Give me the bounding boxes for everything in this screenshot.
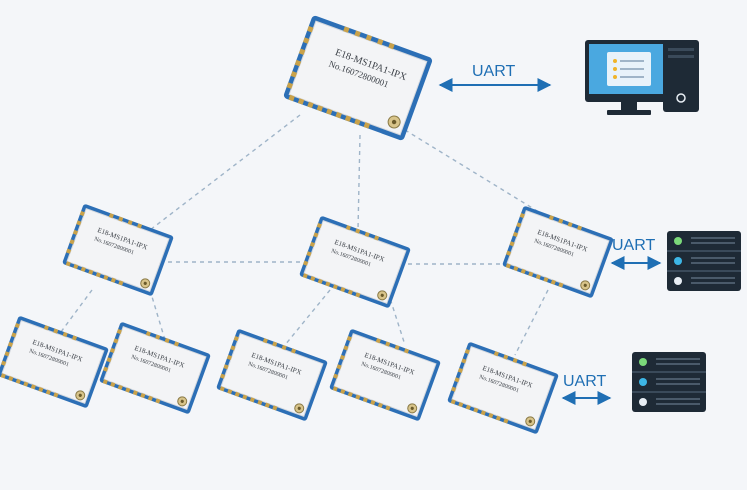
uart-connection-server-upper: UART xyxy=(610,237,662,270)
enddevice-module-5: E18-MS1PA1-IPX No.16072800001 xyxy=(446,341,560,435)
link-coordinator-right xyxy=(404,129,561,226)
router-module-right: E18-MS1PA1-IPX No.16072800001 xyxy=(501,205,615,299)
coordinator-module: E18-MS1PA1-IPX No.16072800001 xyxy=(282,14,434,142)
enddevice-module-3: E18-MS1PA1-IPX No.16072800001 xyxy=(215,328,329,422)
link-coordinator-left xyxy=(149,114,301,231)
uart-label-server-upper: UART xyxy=(612,237,655,254)
uart-label-server-lower: UART xyxy=(563,373,606,390)
router-module-middle: E18-MS1PA1-IPX No.16072800001 xyxy=(298,215,412,309)
uart-label-computer: UART xyxy=(472,63,515,80)
enddevice-module-1: E18-MS1PA1-IPX No.16072800001 xyxy=(0,315,110,409)
desktop-computer-icon xyxy=(585,40,699,115)
link-left-enddevice2 xyxy=(149,289,166,341)
uart-connection-computer: UART xyxy=(438,63,552,92)
server-icon xyxy=(667,231,741,291)
link-coordinator-middle xyxy=(357,134,361,231)
enddevice-module-4: E18-MS1PA1-IPX No.16072800001 xyxy=(328,328,442,422)
enddevice-module-2: E18-MS1PA1-IPX No.16072800001 xyxy=(98,321,212,415)
server-icon xyxy=(632,352,706,412)
uart-connection-server-lower: UART xyxy=(561,373,612,405)
link-right-enddevice xyxy=(514,289,549,356)
router-module-left: E18-MS1PA1-IPX No.16072800001 xyxy=(61,203,175,297)
link-middle-enddevice1 xyxy=(284,289,331,346)
